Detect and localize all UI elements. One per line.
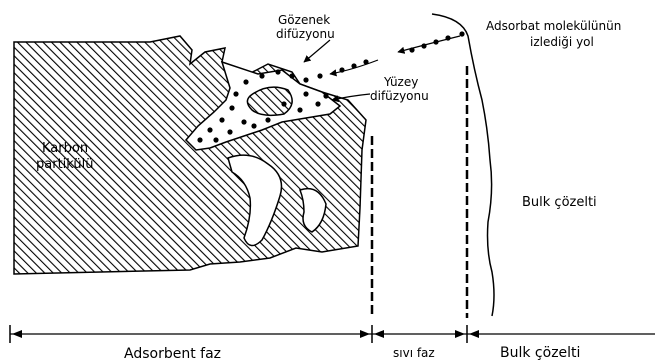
- pore-label-pointer: [304, 40, 330, 62]
- phase-axis-arrow-left: [12, 330, 22, 338]
- pore-diffusion-label-line1: Gözenek: [278, 13, 330, 27]
- carbon-particle-label-line1: Karbon: [42, 141, 88, 156]
- pore-diffusion-arrow: [398, 36, 460, 52]
- molecule-path-label-line2: izlediği yol: [530, 35, 594, 49]
- phase-axis-arrow-liquid-left: [374, 330, 384, 338]
- molecule-path-label-line1: Adsorbat molekülünün: [486, 19, 621, 33]
- pore-diffusion-label-line2: difüzyonu: [276, 27, 335, 41]
- phase-label-adsorbent: Adsorbent faz: [124, 346, 221, 362]
- bulk-solution-region-label: Bulk çözelti: [522, 195, 597, 210]
- surface-diffusion-label-line1: Yüzey: [383, 75, 418, 89]
- phase-axis-arrow-adsorbent-right: [360, 330, 370, 338]
- surface-diffusion-label-line2: difüzyonu: [370, 89, 429, 103]
- carbon-particle-label-line2: partikülü: [36, 157, 94, 172]
- phase-label-bulk: Bulk çözelti: [500, 345, 580, 361]
- molecule-trajectory-curve: [432, 14, 494, 316]
- phase-axis-arrow-bulk-left: [469, 330, 479, 338]
- phase-axis-arrow-liquid-right: [455, 330, 465, 338]
- phase-label-liquid: sıvı faz: [393, 346, 435, 360]
